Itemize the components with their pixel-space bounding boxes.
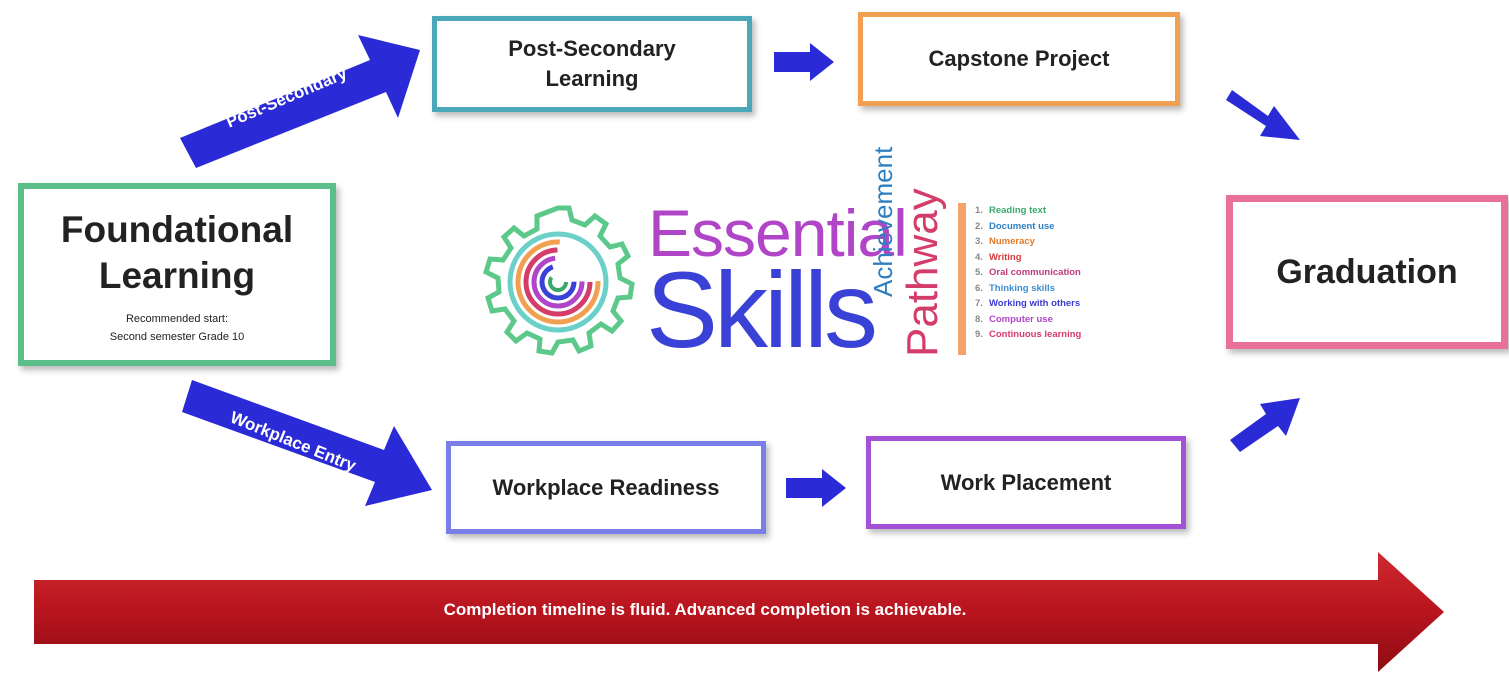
skill-number: 2. [975, 220, 983, 232]
logo-word-achievement: Achievement [868, 146, 898, 297]
skill-number: 1. [975, 205, 983, 216]
skill-list-item: 3. Numeracy [975, 234, 1081, 250]
foundational-learning-title: Foundational Learning [60, 208, 294, 296]
logo-word-skills: Skills [646, 249, 878, 370]
gear-icon [482, 205, 635, 356]
work-placement-box: Work Placement [866, 436, 1186, 529]
arrow-placement-to-graduation [1230, 398, 1300, 452]
skill-number: 5. [975, 267, 983, 278]
arrow-capstone-to-graduation [1226, 90, 1300, 140]
essential-skills-logo: Essential Skills Achievement Pathway 1. R… [470, 147, 1100, 370]
arrow-post-secondary-to-capstone [774, 43, 834, 81]
skill-text: Continuous learning [989, 329, 1082, 340]
skill-text: Document use [989, 220, 1055, 232]
skill-number: 4. [975, 251, 983, 263]
post-secondary-learning-title: Post-Secondary Learning [508, 36, 676, 91]
skill-text: Thinking skills [989, 282, 1055, 294]
post-secondary-arrow [180, 35, 420, 168]
post-secondary-learning-box: Post-Secondary Learning [432, 16, 752, 112]
skill-list-item: 8. Computer use [975, 312, 1081, 328]
work-placement-title: Work Placement [940, 469, 1112, 495]
skill-number: 6. [975, 282, 983, 294]
skill-text: Writing [989, 251, 1022, 263]
graduation-box: Graduation [1226, 195, 1508, 349]
workplace-readiness-title: Workplace Readiness [492, 474, 720, 500]
logo-word-essential: Essential [648, 196, 908, 270]
skill-list-item: 1. Reading text [975, 203, 1081, 219]
skill-text: Working with others [989, 298, 1081, 309]
capstone-project-box: Capstone Project [858, 12, 1180, 106]
foundational-note-line1: Recommended start: [125, 312, 229, 325]
skill-number: 8. [975, 313, 983, 325]
skill-list-item: 9. Continuous learning [975, 327, 1081, 343]
workplace-entry-arrow [182, 380, 432, 506]
skill-list-item: 6. Thinking skills [975, 281, 1081, 297]
graduation-title: Graduation [1276, 252, 1458, 291]
skill-list-item: 7. Working with others [975, 296, 1081, 312]
arrow-readiness-to-placement [786, 469, 846, 507]
skill-list-item: 4. Writing [975, 250, 1081, 266]
workplace-readiness-box: Workplace Readiness [446, 441, 766, 534]
logo-word-pathway: Pathway [898, 188, 947, 357]
timeline-arrow [34, 552, 1444, 672]
skill-number: 3. [975, 236, 983, 247]
skill-list-item: 5. Oral communication [975, 265, 1081, 281]
capstone-project-title: Capstone Project [928, 46, 1110, 71]
essential-skills-list: 1. Reading text 2. Document use 3. Numeracy 4.… [975, 203, 1081, 343]
skill-text: Computer use [989, 313, 1053, 325]
skill-text: Oral communication [989, 267, 1081, 278]
foundational-learning-box: Foundational Learning Recommended start:… [18, 183, 336, 366]
skill-text: Numeracy [989, 236, 1035, 247]
foundational-note-line2: Second semester Grade 10 [109, 330, 245, 343]
skill-number: 9. [975, 329, 983, 340]
skill-text: Reading text [989, 205, 1047, 216]
skill-number: 7. [975, 298, 983, 309]
timeline-text: Completion timeline is fluid. Advanced c… [443, 600, 967, 619]
logo-divider [958, 203, 966, 355]
skill-list-item: 2. Document use [975, 219, 1081, 235]
